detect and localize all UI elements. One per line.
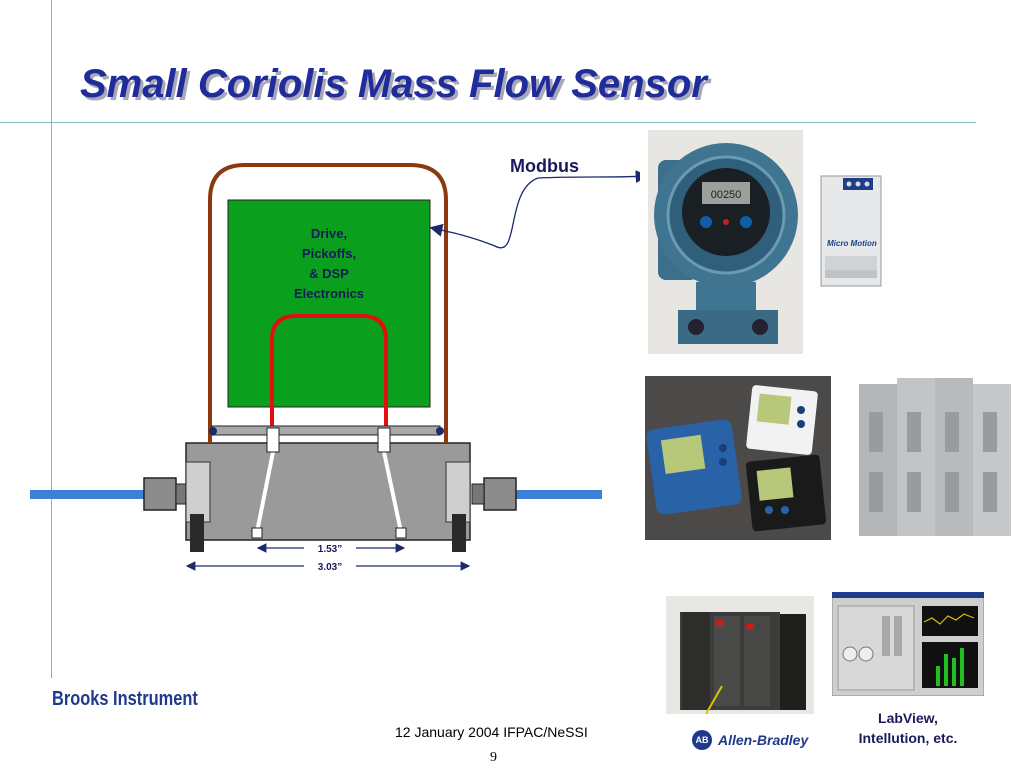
internal-tube-left: [255, 451, 275, 533]
display-units-photo: [645, 376, 831, 540]
svg-text:Micro Motion: Micro Motion: [827, 239, 877, 248]
slide-title: Small Coriolis Mass Flow Sensor: [80, 62, 707, 106]
body-right-flange: [445, 461, 471, 523]
inlet-pipe: [30, 490, 148, 499]
support-bar-left-pin: [209, 427, 217, 435]
electronics-label-line-4: Electronics: [294, 286, 364, 301]
sensor-diagram: Drive, Pickoffs, & DSP Electronics 1.53”…: [30, 156, 640, 573]
dim-outer-label: 3.03”: [318, 562, 342, 573]
electronics-board: [227, 199, 431, 408]
slide-horizontal-rule: [0, 122, 976, 123]
internal-tube-right: [382, 451, 403, 533]
dim-inner-label-bg: [304, 541, 356, 555]
page-number: 9: [490, 750, 497, 765]
left-mount-bolt: [190, 514, 204, 552]
electronics-label-line-1: Drive,: [311, 226, 347, 241]
outer-flow-tube: [208, 163, 448, 443]
modbus-link-to-transmitter: [537, 170, 640, 184]
footer-date: 12 January 2004 IFPAC/NeSSI: [395, 724, 588, 740]
brooks-instrument-logo: Brooks Instrument: [52, 688, 198, 710]
transmitter-photo: 00250: [648, 130, 803, 354]
labview-screen-photo: [832, 592, 984, 696]
tube-clamp-left: [266, 427, 280, 453]
modbus-link-to-board: [429, 177, 539, 249]
inner-flow-tube: [270, 314, 388, 430]
support-bar: [211, 425, 441, 436]
tube-port-left: [251, 527, 263, 539]
allen-bradley-logo: AB Allen-Bradley: [692, 730, 808, 750]
dim-inner-label: 1.53”: [318, 544, 342, 555]
electronics-label-line-2: Pickoffs,: [302, 246, 356, 261]
outlet-pipe: [512, 490, 602, 499]
tube-port-right: [395, 527, 407, 539]
software-caption: LabView, Intellution, etc.: [838, 708, 978, 748]
din-rail-modules-photo: [855, 372, 1015, 540]
sensor-body: [185, 442, 471, 541]
allen-bradley-mark: AB: [692, 730, 712, 750]
right-mount-bolt: [452, 514, 466, 552]
body-left-flange: [185, 461, 211, 523]
svg-text:00250: 00250: [711, 189, 742, 201]
modbus-label: Modbus: [510, 156, 579, 176]
plc-rack-photo: [666, 596, 814, 714]
micro-motion-module-photo: Micro Motion: [815, 172, 887, 290]
outlet-fitting: [483, 477, 517, 511]
slide-vertical-rule: [51, 0, 52, 678]
tube-clamp-right: [377, 427, 391, 453]
dim-outer-label-bg: [304, 559, 356, 573]
software-caption-line-2: Intellution, etc.: [858, 730, 958, 746]
electronics-label-line-3: & DSP: [309, 266, 349, 281]
outlet-fitting-nut: [471, 483, 485, 505]
software-caption-line-1: LabView,: [878, 710, 938, 726]
allen-bradley-text: Allen-Bradley: [718, 732, 809, 748]
inlet-fitting: [143, 477, 177, 511]
support-bar-right-pin: [436, 427, 444, 435]
